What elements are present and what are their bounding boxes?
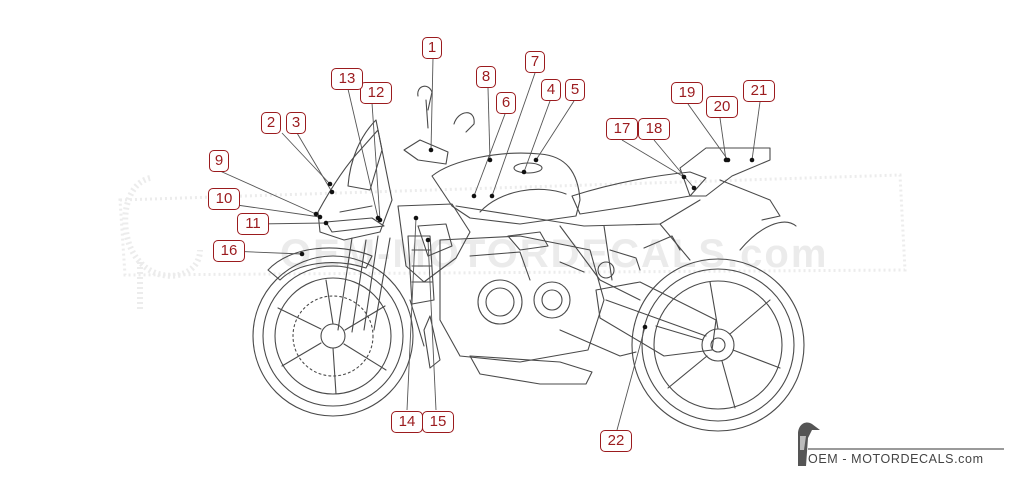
swingarm: [595, 281, 717, 357]
side-panel: [397, 203, 471, 283]
windscreen: [347, 119, 383, 191]
callout-5[interactable]: 5: [565, 79, 585, 101]
brand-text: OEM - MOTORDECALS.com: [808, 452, 984, 466]
watermark-logo: [118, 173, 907, 310]
callout-13[interactable]: 13: [331, 68, 363, 90]
callout-10[interactable]: 10: [208, 188, 240, 210]
frame: [455, 199, 701, 301]
tail-section: [679, 147, 771, 197]
leader-dots: [299, 147, 755, 330]
callout-11[interactable]: 11: [237, 213, 269, 235]
callout-22[interactable]: 22: [600, 430, 632, 452]
bird-logo-icon: [798, 422, 820, 466]
callout-21[interactable]: 21: [743, 80, 775, 102]
radiator: [407, 235, 435, 305]
brand-logo: OEM - MOTORDECALS.com: [784, 416, 1008, 472]
callout-4[interactable]: 4: [541, 79, 561, 101]
callout-12[interactable]: 12: [360, 82, 392, 104]
callout-19[interactable]: 19: [671, 82, 703, 104]
callout-14[interactable]: 14: [391, 411, 423, 433]
callout-3[interactable]: 3: [286, 112, 306, 134]
front-wheel: [252, 255, 414, 417]
callout-9[interactable]: 9: [209, 150, 229, 172]
rear-wheel: [631, 258, 805, 432]
front-fender: [267, 247, 373, 281]
callout-7[interactable]: 7: [525, 51, 545, 73]
callout-18[interactable]: 18: [638, 118, 670, 140]
exhaust: [469, 355, 593, 385]
fuel-tank: [431, 152, 581, 225]
callout-17[interactable]: 17: [606, 118, 638, 140]
front-forks: [337, 235, 391, 333]
handlebar: [403, 139, 449, 165]
callout-16[interactable]: 16: [213, 240, 245, 262]
leader-lines: [219, 57, 761, 431]
callout-1[interactable]: 1: [422, 37, 442, 59]
callout-2[interactable]: 2: [261, 112, 281, 134]
callout-6[interactable]: 6: [496, 92, 516, 114]
callout-8[interactable]: 8: [476, 66, 496, 88]
callout-20[interactable]: 20: [706, 96, 738, 118]
engine: [439, 231, 615, 363]
brand-underline: [808, 448, 1004, 450]
callout-15[interactable]: 15: [422, 411, 454, 433]
watermark-text: OEM-MOTORDECALS.com: [280, 232, 829, 276]
